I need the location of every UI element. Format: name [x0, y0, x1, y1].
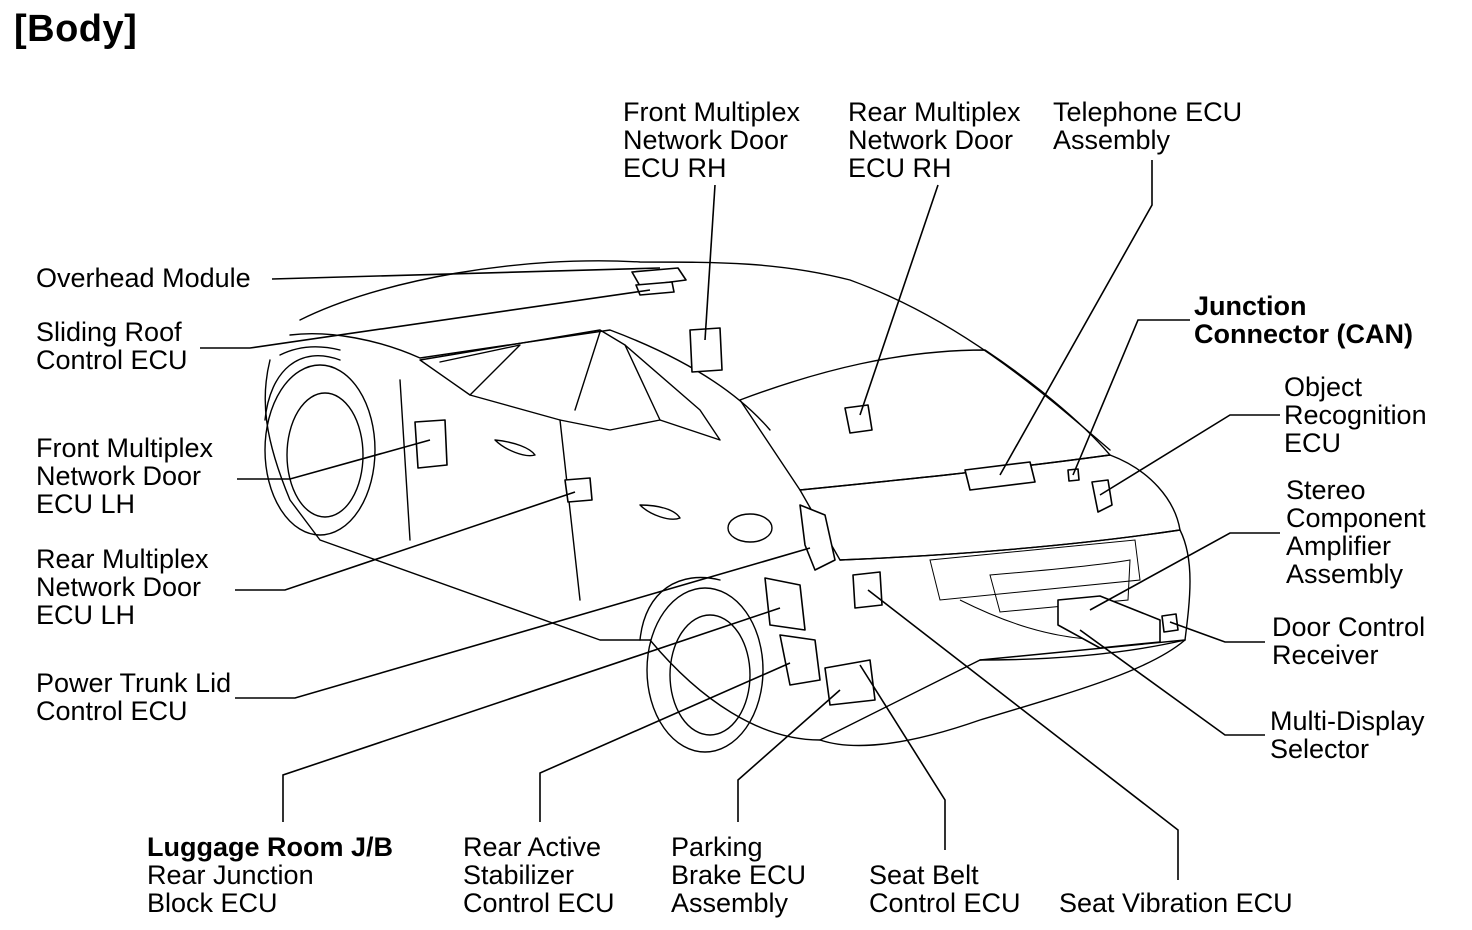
label-line: ECU LH — [36, 600, 136, 630]
label-line: Stabilizer — [463, 860, 575, 890]
label-line: ECU RH — [848, 153, 952, 183]
label-rear-active-stabilizer-control-ecu: Rear Active Stabilizer Control ECU — [463, 833, 615, 917]
leader-lines — [200, 160, 1280, 880]
label-line: Brake ECU — [671, 860, 807, 890]
label-line: Selector — [1270, 734, 1370, 764]
label-line: Seat Belt — [869, 860, 979, 890]
rear-door-rh-ecu-part — [844, 404, 873, 434]
label-line: Network Door — [848, 125, 1014, 155]
rear-stabilizer-ecu-part — [779, 634, 821, 686]
label-front-multiplex-door-ecu-rh: Front Multiplex Network Door ECU RH — [623, 98, 800, 182]
label-line: Connector (CAN) — [1194, 319, 1413, 349]
seat-belt-ecu-part — [824, 659, 876, 706]
label-line: ECU — [1284, 428, 1342, 458]
label-line: Sliding Roof — [36, 317, 182, 347]
label-line: Multi-Display — [1270, 706, 1425, 736]
label-line: Network Door — [36, 461, 202, 491]
label-line: Control ECU — [36, 345, 188, 375]
label-line: Object — [1284, 372, 1363, 402]
telephone-ecu-part — [964, 461, 1036, 491]
label-rear-multiplex-door-ecu-lh: Rear Multiplex Network Door ECU LH — [36, 545, 209, 629]
label-luggage-room-jb: Luggage Room J/B Rear Junction Block ECU — [147, 833, 393, 917]
label-power-trunk-lid-control-ecu: Power Trunk Lid Control ECU — [36, 669, 231, 725]
label-line: Recognition — [1284, 400, 1427, 430]
seat-vibration-ecu-part — [852, 571, 883, 609]
label-multi-display-selector: Multi-Display Selector — [1270, 707, 1425, 763]
label-line: Control ECU — [869, 888, 1021, 918]
car-body-outline — [264, 260, 1191, 753]
label-line: Amplifier — [1286, 531, 1392, 561]
label-line: Junction — [1194, 291, 1307, 321]
object-recognition-ecu-part — [1091, 479, 1113, 513]
label-line: ECU RH — [623, 153, 727, 183]
front-door-lh-ecu-part — [414, 419, 448, 469]
label-line: Assembly — [1053, 125, 1171, 155]
label-overhead-module: Overhead Module — [36, 264, 251, 292]
label-line: Door Control — [1272, 612, 1426, 642]
label-line: Rear Multiplex — [848, 97, 1021, 127]
label-line: Stereo — [1286, 475, 1366, 505]
label-sliding-roof-control-ecu: Sliding Roof Control ECU — [36, 318, 188, 374]
label-line: Seat Vibration ECU — [1059, 888, 1293, 918]
label-line: Control ECU — [463, 888, 615, 918]
label-line: Receiver — [1272, 640, 1379, 670]
label-line: Assembly — [1286, 559, 1404, 589]
label-line: Component — [1286, 503, 1426, 533]
page-title: [Body] — [14, 8, 138, 50]
label-rear-multiplex-door-ecu-rh: Rear Multiplex Network Door ECU RH — [848, 98, 1021, 182]
label-seat-vibration-ecu: Seat Vibration ECU — [1059, 889, 1293, 917]
label-line: Front Multiplex — [623, 97, 801, 127]
front-door-rh-ecu-part — [689, 327, 723, 373]
label-line: Control ECU — [36, 696, 188, 726]
luggage-room-jb-part — [764, 577, 806, 631]
label-object-recognition-ecu: Object Recognition ECU — [1284, 373, 1427, 457]
label-line: ECU LH — [36, 489, 136, 519]
label-door-control-receiver: Door Control Receiver — [1272, 613, 1425, 669]
stereo-amplifier-part — [1057, 595, 1161, 649]
label-junction-connector-can: Junction Connector (CAN) — [1194, 292, 1413, 348]
rear-door-lh-ecu-part — [564, 477, 593, 503]
sliding-roof-ecu-part — [635, 281, 675, 296]
label-line: Rear Active — [463, 832, 602, 862]
component-parts — [414, 267, 1179, 706]
label-line: Telephone ECU — [1053, 97, 1243, 127]
door-control-receiver-part — [1161, 613, 1179, 633]
label-line: Block ECU — [147, 888, 278, 918]
label-line: Network Door — [623, 125, 789, 155]
label-line-bold: Luggage Room J/B — [147, 832, 394, 862]
label-line: Assembly — [671, 888, 789, 918]
label-line: Rear Multiplex — [36, 544, 209, 574]
label-line: Rear Junction — [147, 860, 314, 890]
label-line: Network Door — [36, 572, 202, 602]
label-front-multiplex-door-ecu-lh: Front Multiplex Network Door ECU LH — [36, 434, 213, 518]
label-parking-brake-ecu-assembly: Parking Brake ECU Assembly — [671, 833, 806, 917]
label-telephone-ecu-assembly: Telephone ECU Assembly — [1053, 98, 1242, 154]
label-seat-belt-control-ecu: Seat Belt Control ECU — [869, 861, 1021, 917]
label-line: Overhead Module — [36, 263, 251, 293]
power-trunk-ecu-part — [799, 504, 836, 571]
label-line: Power Trunk Lid — [36, 668, 232, 698]
label-line: Parking — [671, 832, 763, 862]
label-stereo-component-amplifier-assembly: Stereo Component Amplifier Assembly — [1286, 476, 1426, 588]
label-line: Front Multiplex — [36, 433, 214, 463]
